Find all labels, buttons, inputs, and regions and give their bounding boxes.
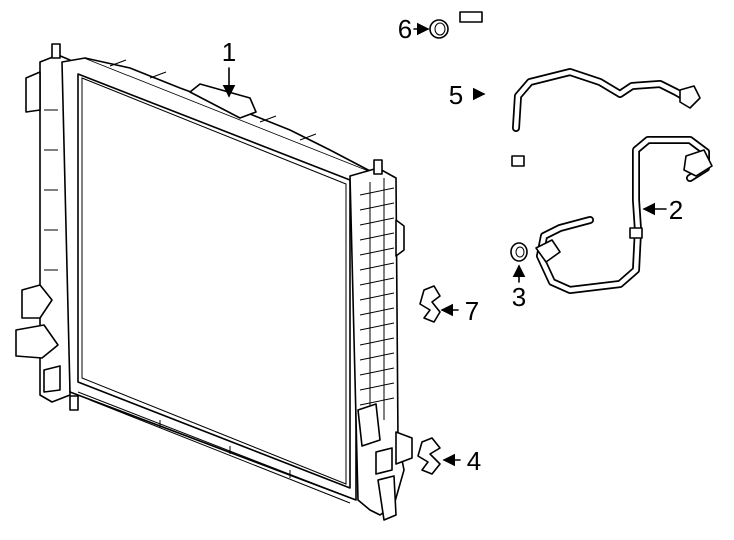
callout-3: 3: [512, 282, 526, 312]
outlet-hose: [535, 136, 713, 294]
hose-clip-upper: [419, 285, 459, 323]
callout-6: 6: [398, 14, 412, 44]
callout-4: 4: [467, 446, 481, 476]
seal-ring-upper: [413, 19, 449, 39]
callout-2: 2: [669, 195, 683, 225]
radiator: [15, 43, 413, 521]
seal-ring-lower: [510, 242, 528, 283]
callout-7: 7: [465, 296, 479, 326]
hose-clip-lower: [417, 437, 461, 475]
callout-5: 5: [449, 80, 463, 110]
outlet-hose-upper: [512, 68, 701, 132]
inlet-hose: [427, 11, 525, 225]
callout-1: 1: [222, 37, 236, 67]
